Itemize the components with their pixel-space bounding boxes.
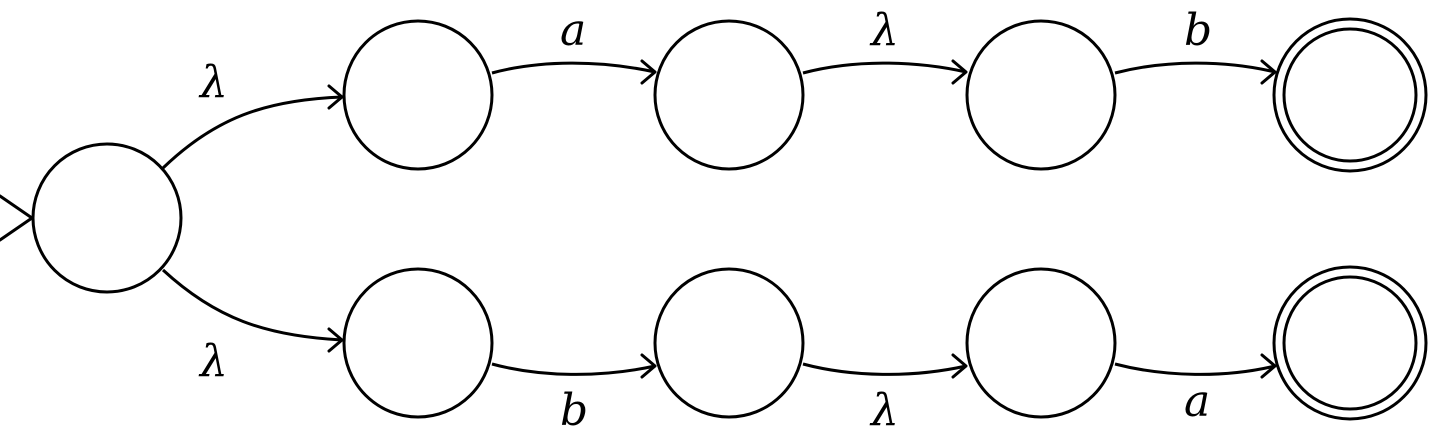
edge-b2-b3: [802, 362, 967, 376]
label-e4: b: [1184, 5, 1212, 56]
arrowhead-t2: [640, 59, 657, 85]
arrowhead-t1: [327, 84, 344, 110]
label-e6: b: [560, 385, 588, 433]
state-q0: [31, 142, 183, 294]
state-b3: [965, 267, 1117, 419]
edge-t3-t4: [1114, 61, 1276, 75]
edge-t2-t3: [802, 61, 967, 75]
state-t2: [653, 19, 805, 171]
edge-q0-b1: [161, 268, 343, 342]
edge-b3-b4: [1114, 362, 1276, 376]
label-e8: a: [1184, 376, 1210, 427]
label-e1: λ: [198, 57, 228, 108]
arrowhead-t3: [951, 59, 968, 85]
label-e2: a: [560, 5, 586, 56]
label-e5: λ: [198, 336, 228, 387]
arrowhead-b2: [640, 353, 657, 379]
arrowhead-b1: [327, 327, 344, 353]
label-e3: λ: [869, 5, 899, 56]
arrowhead-b3: [951, 353, 968, 379]
edge-b1-b2: [491, 362, 656, 376]
arrowhead-b4: [1260, 353, 1277, 379]
arrowhead-t4: [1260, 59, 1277, 85]
state-t3: [965, 19, 1117, 171]
state-t4-inner-ring: [1282, 27, 1418, 163]
edge-q0-t1: [161, 95, 343, 170]
state-t1: [342, 19, 494, 171]
state-b1: [342, 267, 494, 419]
edge-t1-t2: [491, 61, 656, 75]
state-b4-inner-ring: [1282, 275, 1418, 411]
label-e7: λ: [869, 385, 899, 433]
start-arrow: [0, 194, 34, 242]
state-b2: [653, 267, 805, 419]
